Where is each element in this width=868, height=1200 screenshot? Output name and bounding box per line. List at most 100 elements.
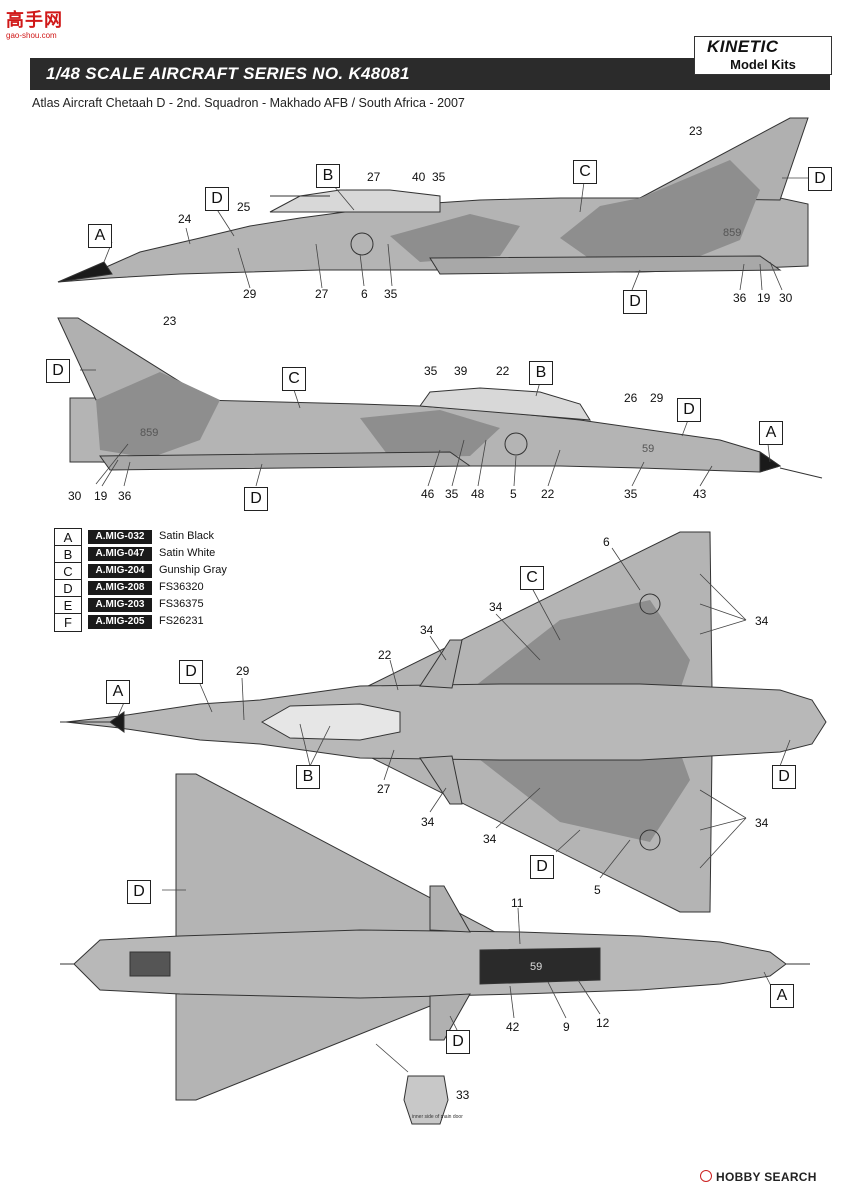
legend-row-e: E A.MIG-203 FS36375 xyxy=(54,596,254,614)
legend-color-name: Gunship Gray xyxy=(159,564,227,576)
part-number-left-27-bottom: 27 xyxy=(315,287,329,301)
paint-callout-top-tail: D xyxy=(772,765,796,789)
part-number-left-27-top: 27 xyxy=(367,170,381,184)
part-number-bottom-12: 12 xyxy=(596,1016,610,1030)
legend-letter: F xyxy=(54,613,82,632)
paint-callout-right-fin: D xyxy=(46,359,70,383)
logo-sub-box: Model Kits xyxy=(694,56,832,75)
paint-callout-left-forward: D xyxy=(205,187,229,211)
right-side-serial: 859 xyxy=(140,427,158,439)
right-side-canopy xyxy=(419,387,591,421)
right-side-wing-root xyxy=(99,451,472,471)
paint-callout-left-fuselage: C xyxy=(573,160,597,184)
part-number-top-22: 22 xyxy=(378,648,392,662)
bottom-view-dark-panel xyxy=(479,947,601,985)
main-door-note: inner side of main door xyxy=(412,1114,463,1120)
paint-callout-left-nose: A xyxy=(88,224,112,248)
right-side-roundel xyxy=(504,432,528,456)
part-number-top-34-c: 34 xyxy=(755,614,769,628)
legend-row-d: D A.MIG-208 FS36320 xyxy=(54,579,254,597)
paint-callout-right-forward: D xyxy=(677,398,701,422)
part-number-right-22-bottom: 22 xyxy=(541,487,555,501)
part-number-right-30: 30 xyxy=(68,489,82,503)
part-number-bottom-42: 42 xyxy=(506,1020,520,1034)
kinetic-logo: KINETIC Model Kits xyxy=(694,36,832,76)
legend-color-name: FS36375 xyxy=(159,598,204,610)
watermark-brand: 高手网 xyxy=(6,10,63,31)
bottom-view-main-door xyxy=(403,1075,449,1125)
paint-callout-right-belly: D xyxy=(244,487,268,511)
left-side-view: 859 xyxy=(57,117,810,291)
part-number-right-26: 26 xyxy=(624,391,638,405)
right-side-probe xyxy=(779,467,823,479)
paint-callout-right-canopy: B xyxy=(529,361,553,385)
legend-paint-code: A.MIG-203 xyxy=(88,598,152,612)
bottom-view-canard-lower xyxy=(429,993,471,1041)
legend-letter: E xyxy=(54,596,82,614)
part-number-left-35-top: 35 xyxy=(432,170,446,184)
hobby-search-footer: HOBBY SEARCH xyxy=(700,1170,817,1184)
paint-callout-top-nose: A xyxy=(106,680,130,704)
top-view-canard-lower xyxy=(419,755,463,805)
legend-color-name: FS26231 xyxy=(159,615,204,627)
part-number-left-23: 23 xyxy=(689,124,703,138)
legend-color-name: FS36320 xyxy=(159,581,204,593)
part-number-left-36: 36 xyxy=(733,291,747,305)
left-side-camo-dark xyxy=(560,160,760,266)
legend-letter: C xyxy=(54,562,82,580)
top-view-camo-dark-lower xyxy=(470,752,690,842)
paint-callout-left-fin: D xyxy=(808,167,832,191)
legend-paint-code: A.MIG-204 xyxy=(88,564,152,578)
paint-callout-left-canopy: B xyxy=(316,164,340,188)
legend-letter: D xyxy=(54,579,82,597)
part-number-right-22-top: 22 xyxy=(496,364,510,378)
top-view-roundel-upper xyxy=(639,593,661,615)
top-view-canard-upper xyxy=(419,639,463,689)
top-view-camo-dark-upper xyxy=(470,600,690,690)
legend-paint-code: A.MIG-208 xyxy=(88,581,152,595)
legend-row-f: F A.MIG-205 FS26231 xyxy=(54,613,254,632)
part-number-top-34-b: 34 xyxy=(420,623,434,637)
right-side-camo-dark-2 xyxy=(360,410,500,458)
part-number-top-5: 5 xyxy=(594,883,601,897)
part-number-top-27: 27 xyxy=(377,782,391,796)
part-number-left-40: 40 xyxy=(412,170,426,184)
part-number-right-35-top: 35 xyxy=(424,364,438,378)
paint-callout-left-belly: D xyxy=(623,290,647,314)
legend-letter: B xyxy=(54,545,82,563)
part-number-top-34-f: 34 xyxy=(755,816,769,830)
aircraft-subtitle: Atlas Aircraft Chetaah D - 2nd. Squadron… xyxy=(32,96,465,110)
paint-callout-top-wing: C xyxy=(520,566,544,590)
legend-paint-code: A.MIG-047 xyxy=(88,547,152,561)
paint-callout-bottom-wing: D xyxy=(127,880,151,904)
top-view-nose-cone xyxy=(109,711,125,733)
part-number-right-48: 48 xyxy=(471,487,485,501)
left-side-canopy xyxy=(269,189,441,213)
legend-row-b: B A.MIG-047 Satin White xyxy=(54,545,254,563)
legend-row-a: A A.MIG-032 Satin Black xyxy=(54,528,254,546)
part-number-top-6: 6 xyxy=(603,535,610,549)
paint-callout-right-nose: A xyxy=(759,421,783,445)
series-title: 1/48 SCALE AIRCRAFT SERIES NO. K48081 xyxy=(46,64,410,83)
paint-callout-right-fuselage: C xyxy=(282,367,306,391)
paint-callout-bottom-canard: D xyxy=(446,1030,470,1054)
part-number-left-29: 29 xyxy=(243,287,257,301)
part-number-right-29: 29 xyxy=(650,391,664,405)
left-side-wing-root xyxy=(429,255,782,275)
part-number-right-46: 46 xyxy=(421,487,435,501)
bottom-view: 59 xyxy=(60,773,810,1125)
legend-letter: A xyxy=(54,528,82,546)
part-number-bottom-33: 33 xyxy=(456,1088,470,1102)
part-number-right-23: 23 xyxy=(163,314,177,328)
part-number-left-6: 6 xyxy=(361,287,368,301)
legend-row-c: C A.MIG-204 Gunship Gray xyxy=(54,562,254,580)
part-number-right-35-bottom: 35 xyxy=(624,487,638,501)
legend-color-name: Satin White xyxy=(159,547,216,559)
paint-callout-top-forward: D xyxy=(179,660,203,684)
part-number-left-25: 25 xyxy=(237,200,251,214)
right-side-camo-dark xyxy=(96,372,220,458)
part-number-left-19: 19 xyxy=(757,291,771,305)
bottom-view-intake xyxy=(129,951,171,977)
footer-text: HOBBY SEARCH xyxy=(716,1170,817,1184)
